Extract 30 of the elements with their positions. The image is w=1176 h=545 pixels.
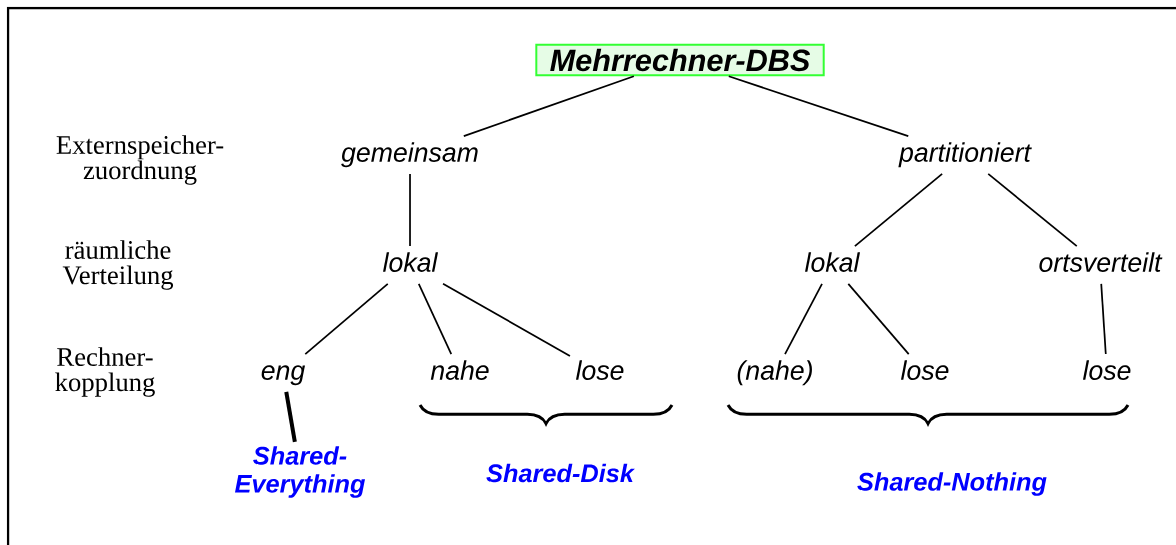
row-label: räumliche Verteilung bbox=[62, 240, 174, 290]
connector bbox=[284, 391, 297, 443]
connector bbox=[462, 75, 635, 137]
connector bbox=[987, 173, 1078, 247]
architecture-label: Shared- Everything bbox=[235, 446, 366, 498]
tree-term: lose bbox=[901, 360, 949, 380]
connector bbox=[784, 283, 823, 355]
connector bbox=[409, 173, 411, 247]
connector bbox=[417, 283, 453, 355]
tree-term: (nahe) bbox=[737, 360, 812, 386]
row-label: Rechner- kopplung bbox=[55, 347, 155, 397]
connector bbox=[304, 283, 389, 355]
connector bbox=[442, 282, 571, 357]
row-label: Externspeicher- zuordnung bbox=[56, 135, 224, 185]
tree-term: gemeinsam bbox=[341, 142, 478, 168]
architecture-label: Shared-Disk bbox=[486, 463, 635, 483]
tree-term: lokal bbox=[805, 252, 860, 272]
tree-term: eng bbox=[261, 365, 305, 386]
root-box: Mehrrechner-DBS bbox=[535, 43, 825, 77]
connector bbox=[847, 283, 910, 355]
tree-term: lose bbox=[576, 360, 624, 380]
tree-term: lose bbox=[1083, 360, 1131, 380]
tree-term: partitioniert bbox=[898, 142, 1032, 168]
connector bbox=[1100, 283, 1107, 355]
connector bbox=[854, 173, 943, 247]
connector bbox=[727, 75, 910, 137]
tree-term: lokal bbox=[383, 252, 438, 272]
tree-term: ortsverteilt bbox=[1039, 252, 1163, 272]
tree-term: nahe bbox=[430, 360, 489, 380]
architecture-label: Shared-Nothing bbox=[857, 472, 1047, 496]
